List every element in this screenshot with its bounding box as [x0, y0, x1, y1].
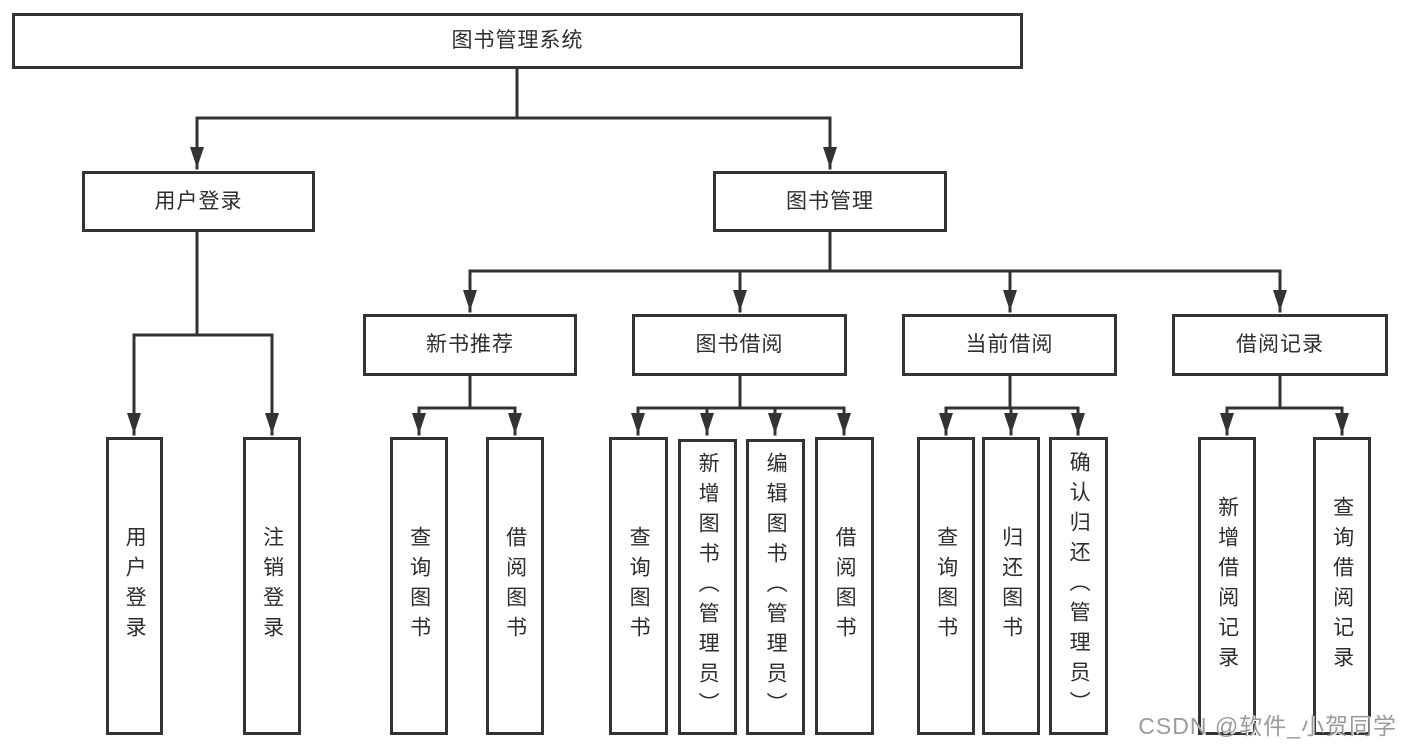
leaf-borrow-edit-books-admin: 编辑图书（管理员）	[746, 439, 805, 735]
node-borrow-records: 借阅记录	[1172, 314, 1388, 376]
leaf-borrow-borrow-books: 借阅图书	[815, 437, 874, 735]
leaf-logout: 注销登录	[243, 437, 301, 735]
leaf-borrow-query-books: 查询图书	[609, 437, 668, 735]
leaf-recommend-borrow-books: 借阅图书	[486, 437, 544, 735]
node-user-login: 用户登录	[82, 171, 315, 232]
leaf-records-add-record: 新增借阅记录	[1198, 437, 1256, 735]
leaf-recommend-query-books: 查询图书	[390, 437, 448, 735]
node-current-borrow: 当前借阅	[902, 314, 1117, 376]
node-new-book-recommend: 新书推荐	[363, 314, 577, 376]
leaf-current-return-books: 归还图书	[982, 437, 1040, 735]
leaf-borrow-add-books-admin: 新增图书（管理员）	[678, 439, 737, 735]
node-book-management: 图书管理	[713, 171, 947, 232]
leaf-user-login: 用户登录	[106, 437, 163, 735]
csdn-watermark: CSDN @软件_小贺同学	[1138, 713, 1397, 739]
leaf-current-query-books: 查询图书	[917, 437, 975, 735]
leaf-records-query-record: 查询借阅记录	[1313, 437, 1371, 735]
node-library-management-system: 图书管理系统	[12, 13, 1023, 69]
leaf-current-confirm-return-admin: 确认归还（管理员）	[1049, 437, 1108, 735]
node-book-borrow: 图书借阅	[632, 314, 847, 376]
